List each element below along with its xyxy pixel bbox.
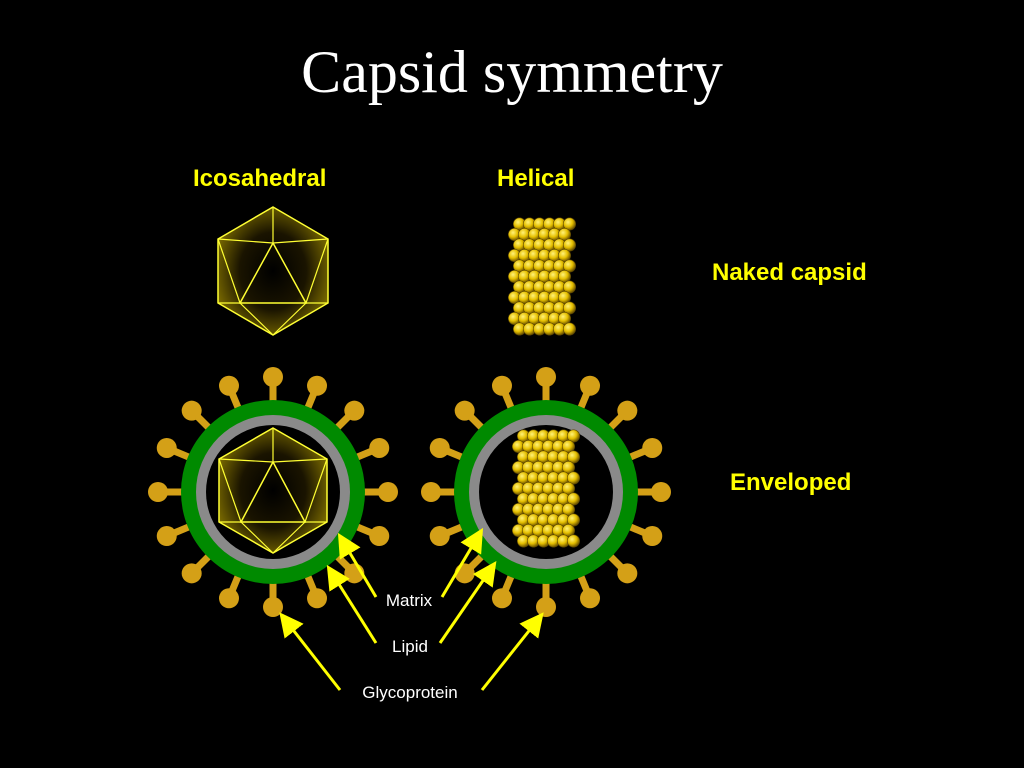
capsomere [566,534,580,548]
glycoprotein-knob [491,588,512,609]
naked-icosahedral-capsid [217,206,329,336]
capsomere [562,259,576,273]
capsomere [566,450,580,464]
glycoprotein-label: Glycoprotein [362,683,457,702]
enveloped-icosahedral-virus [148,367,398,617]
capsomere [562,217,576,231]
capsomere [562,238,576,252]
glycoprotein-knob [263,367,283,387]
label-arrows [279,527,544,691]
capsomere [561,523,575,537]
row-label-naked-capsid: Naked capsid [712,259,867,286]
glycoprotein-knob [429,437,450,458]
glycoprotein-knob [344,400,365,421]
lipid-arrow-right [438,561,497,644]
glycoprotein-arrow-left [279,612,342,691]
glycoprotein-knob [536,367,556,387]
capsomere [561,460,575,474]
glycoprotein-knob [369,526,390,547]
row-label-enveloped: Enveloped [730,469,852,496]
capsomere [557,290,571,304]
glycoprotein-knob [369,437,390,458]
glycoprotein-knob [378,482,398,502]
glycoprotein-knob [218,588,239,609]
glycoprotein-knob [156,437,177,458]
capsomere [566,513,580,527]
column-heading-helical: Helical [497,165,575,192]
naked-helical-capsid [507,217,576,336]
glycoprotein-knob [651,482,671,502]
enveloped-helical-capsid [511,429,580,548]
glycoprotein-knob [263,597,283,617]
capsomere [557,269,571,283]
capsomere [557,228,571,242]
glycoprotein-arrow-right [480,612,544,691]
glycoprotein-knob [307,375,328,396]
glycoprotein-knob [421,482,441,502]
glycoprotein-knob [536,597,556,617]
capsomere [561,502,575,516]
glycoprotein-knob [429,526,450,547]
lipid-label: Lipid [392,637,428,656]
capsomere [562,280,576,294]
slide-title: Capsid symmetry [301,39,723,105]
capsomere [566,492,580,506]
glycoprotein-knob [617,563,638,584]
capsomere [562,322,576,336]
capsomere [561,481,575,495]
matrix-label: Matrix [386,591,433,610]
matrix-arrow-left [337,532,378,598]
glycoprotein-knob [181,563,202,584]
lipid-arrow-left [326,564,378,644]
matrix-arrow-right [440,527,484,598]
capsomere [566,429,580,443]
enveloped-icosahedral-capsid [218,427,328,554]
glycoprotein-knob [617,400,638,421]
glycoprotein-knob [642,526,663,547]
glycoprotein-knob [156,526,177,547]
capsomere [566,471,580,485]
capsomere [557,249,571,263]
enveloped-helical-virus [421,367,671,617]
glycoprotein-knob [181,400,202,421]
glycoprotein-knob [307,588,328,609]
glycoprotein-knob [454,400,475,421]
glycoprotein-knob [580,375,601,396]
capsomere [561,439,575,453]
glycoprotein-knob [218,375,239,396]
glycoprotein-knob [580,588,601,609]
glycoprotein-knob [642,437,663,458]
column-heading-icosahedral: Icosahedral [193,165,327,192]
capsomere [557,311,571,325]
capsomere [562,301,576,315]
glycoprotein-knob [491,375,512,396]
glycoprotein-knob [148,482,168,502]
